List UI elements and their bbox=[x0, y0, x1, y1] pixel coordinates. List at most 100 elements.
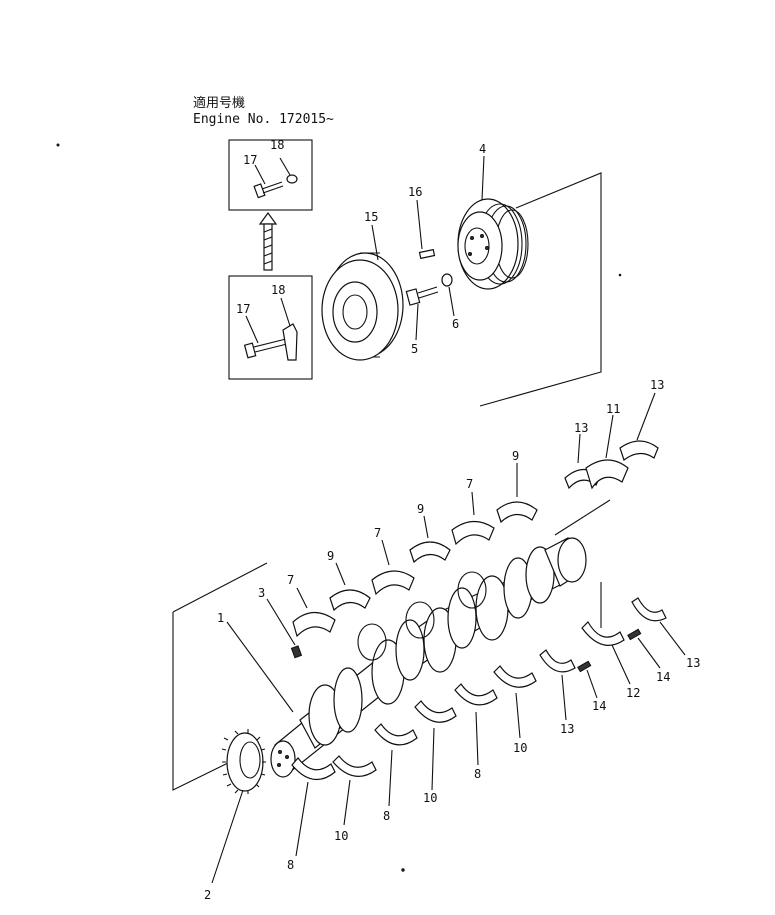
upper-bearing-7b bbox=[371, 570, 415, 596]
leader-7b bbox=[381, 539, 390, 566]
callout-8c: 8 bbox=[474, 767, 481, 781]
bolt-17-new bbox=[253, 181, 284, 199]
leader-7a bbox=[296, 587, 308, 609]
speck bbox=[618, 273, 622, 277]
key-3 bbox=[290, 645, 303, 659]
callout-5: 5 bbox=[411, 342, 418, 356]
leader-13d bbox=[659, 621, 686, 656]
dowel-14b bbox=[627, 628, 642, 641]
leader-10a bbox=[343, 779, 351, 826]
leader-17b bbox=[245, 315, 259, 344]
lower-bearing-12 bbox=[581, 621, 625, 646]
leader-1 bbox=[226, 621, 294, 713]
leader-13a bbox=[577, 433, 581, 464]
callout-14a: 14 bbox=[592, 699, 606, 713]
leader-10b bbox=[431, 727, 435, 791]
callout-13a: 13 bbox=[574, 421, 588, 435]
callout-13b: 13 bbox=[650, 378, 664, 392]
leader-5 bbox=[415, 303, 419, 341]
detail-box-old bbox=[228, 275, 313, 380]
callout-12: 12 bbox=[626, 686, 640, 700]
callout-6: 6 bbox=[452, 317, 459, 331]
leader-14b bbox=[637, 637, 661, 669]
leader-18a bbox=[279, 157, 291, 176]
speck bbox=[56, 143, 60, 147]
thrust-washer-13d bbox=[631, 597, 667, 622]
thrust-washer-13c bbox=[539, 649, 576, 673]
upper-bearing-9a bbox=[329, 589, 371, 612]
leader-13b bbox=[636, 392, 656, 441]
washer-6 bbox=[441, 273, 453, 287]
leader-8b bbox=[388, 749, 393, 807]
leader-8c bbox=[475, 711, 479, 766]
detail-box-new bbox=[228, 139, 313, 211]
engine-number-label: Engine No. 172015~ bbox=[193, 112, 334, 127]
leader-18b bbox=[280, 297, 291, 327]
upper-bearing-7a bbox=[292, 611, 336, 638]
crank-frame-rear bbox=[554, 499, 611, 536]
callout-10b: 10 bbox=[423, 791, 437, 805]
leader-9a bbox=[335, 562, 346, 586]
leader-6 bbox=[448, 286, 455, 317]
lower-bearing-8a bbox=[291, 757, 336, 781]
callout-13d: 13 bbox=[686, 656, 700, 670]
crank-frame-top bbox=[172, 562, 268, 613]
leader-13c bbox=[561, 674, 567, 721]
callout-17-upper: 17 bbox=[243, 153, 257, 167]
leader-17a bbox=[254, 164, 266, 185]
callout-4: 4 bbox=[479, 142, 486, 156]
applicable-serial-label: 適用号機 bbox=[193, 95, 245, 111]
pulley-assembly-frame bbox=[479, 172, 602, 407]
bolt-17-old bbox=[243, 338, 288, 359]
pin-16 bbox=[418, 248, 436, 260]
leader-2 bbox=[211, 789, 244, 884]
lower-bearing-10b bbox=[414, 700, 457, 723]
callout-7a: 7 bbox=[287, 573, 294, 587]
crankshaft-1 bbox=[270, 537, 587, 778]
lock-plate-18-old bbox=[282, 323, 298, 361]
lower-bearing-8b bbox=[374, 723, 418, 746]
upper-bearing-11 bbox=[585, 459, 629, 490]
replacement-arrow bbox=[258, 211, 278, 271]
lower-bearing-8c bbox=[454, 683, 498, 706]
callout-7b: 7 bbox=[374, 526, 381, 540]
thrust-washer-13b bbox=[619, 440, 659, 461]
callout-8a: 8 bbox=[287, 858, 294, 872]
speck bbox=[401, 868, 405, 872]
leader-12 bbox=[611, 644, 631, 685]
callout-10c: 10 bbox=[513, 741, 527, 755]
pulley-4 bbox=[457, 198, 529, 290]
callout-17-lower: 17 bbox=[236, 302, 250, 316]
crank-frame-left bbox=[172, 612, 231, 791]
callout-2: 2 bbox=[204, 888, 211, 902]
callout-10a: 10 bbox=[334, 829, 348, 843]
callout-7c: 7 bbox=[466, 477, 473, 491]
lower-bearing-10a bbox=[332, 755, 377, 777]
callout-9b: 9 bbox=[417, 502, 424, 516]
callout-14b: 14 bbox=[656, 670, 670, 684]
leader-10c bbox=[515, 692, 521, 739]
callout-1: 1 bbox=[217, 611, 224, 625]
upper-bearing-9c bbox=[496, 501, 538, 524]
dowel-14a bbox=[577, 660, 592, 673]
damper-15 bbox=[321, 252, 404, 361]
callout-11: 11 bbox=[606, 402, 620, 416]
callout-15: 15 bbox=[364, 210, 378, 224]
leader-4 bbox=[481, 155, 485, 201]
leader-16 bbox=[416, 199, 423, 250]
leader-14a bbox=[586, 669, 598, 699]
leader-15 bbox=[371, 224, 379, 261]
bolt-5 bbox=[405, 286, 439, 306]
upper-bearing-9b bbox=[409, 541, 451, 564]
leader-9b bbox=[423, 515, 429, 539]
callout-3: 3 bbox=[258, 586, 265, 600]
gear-2 bbox=[221, 729, 266, 794]
callout-9c: 9 bbox=[512, 449, 519, 463]
callout-9a: 9 bbox=[327, 549, 334, 563]
callout-18-lower: 18 bbox=[271, 283, 285, 297]
leader-11 bbox=[605, 414, 614, 459]
leader-8a bbox=[295, 781, 309, 857]
callout-18-upper: 18 bbox=[270, 138, 284, 152]
washer-18-new bbox=[286, 174, 298, 184]
